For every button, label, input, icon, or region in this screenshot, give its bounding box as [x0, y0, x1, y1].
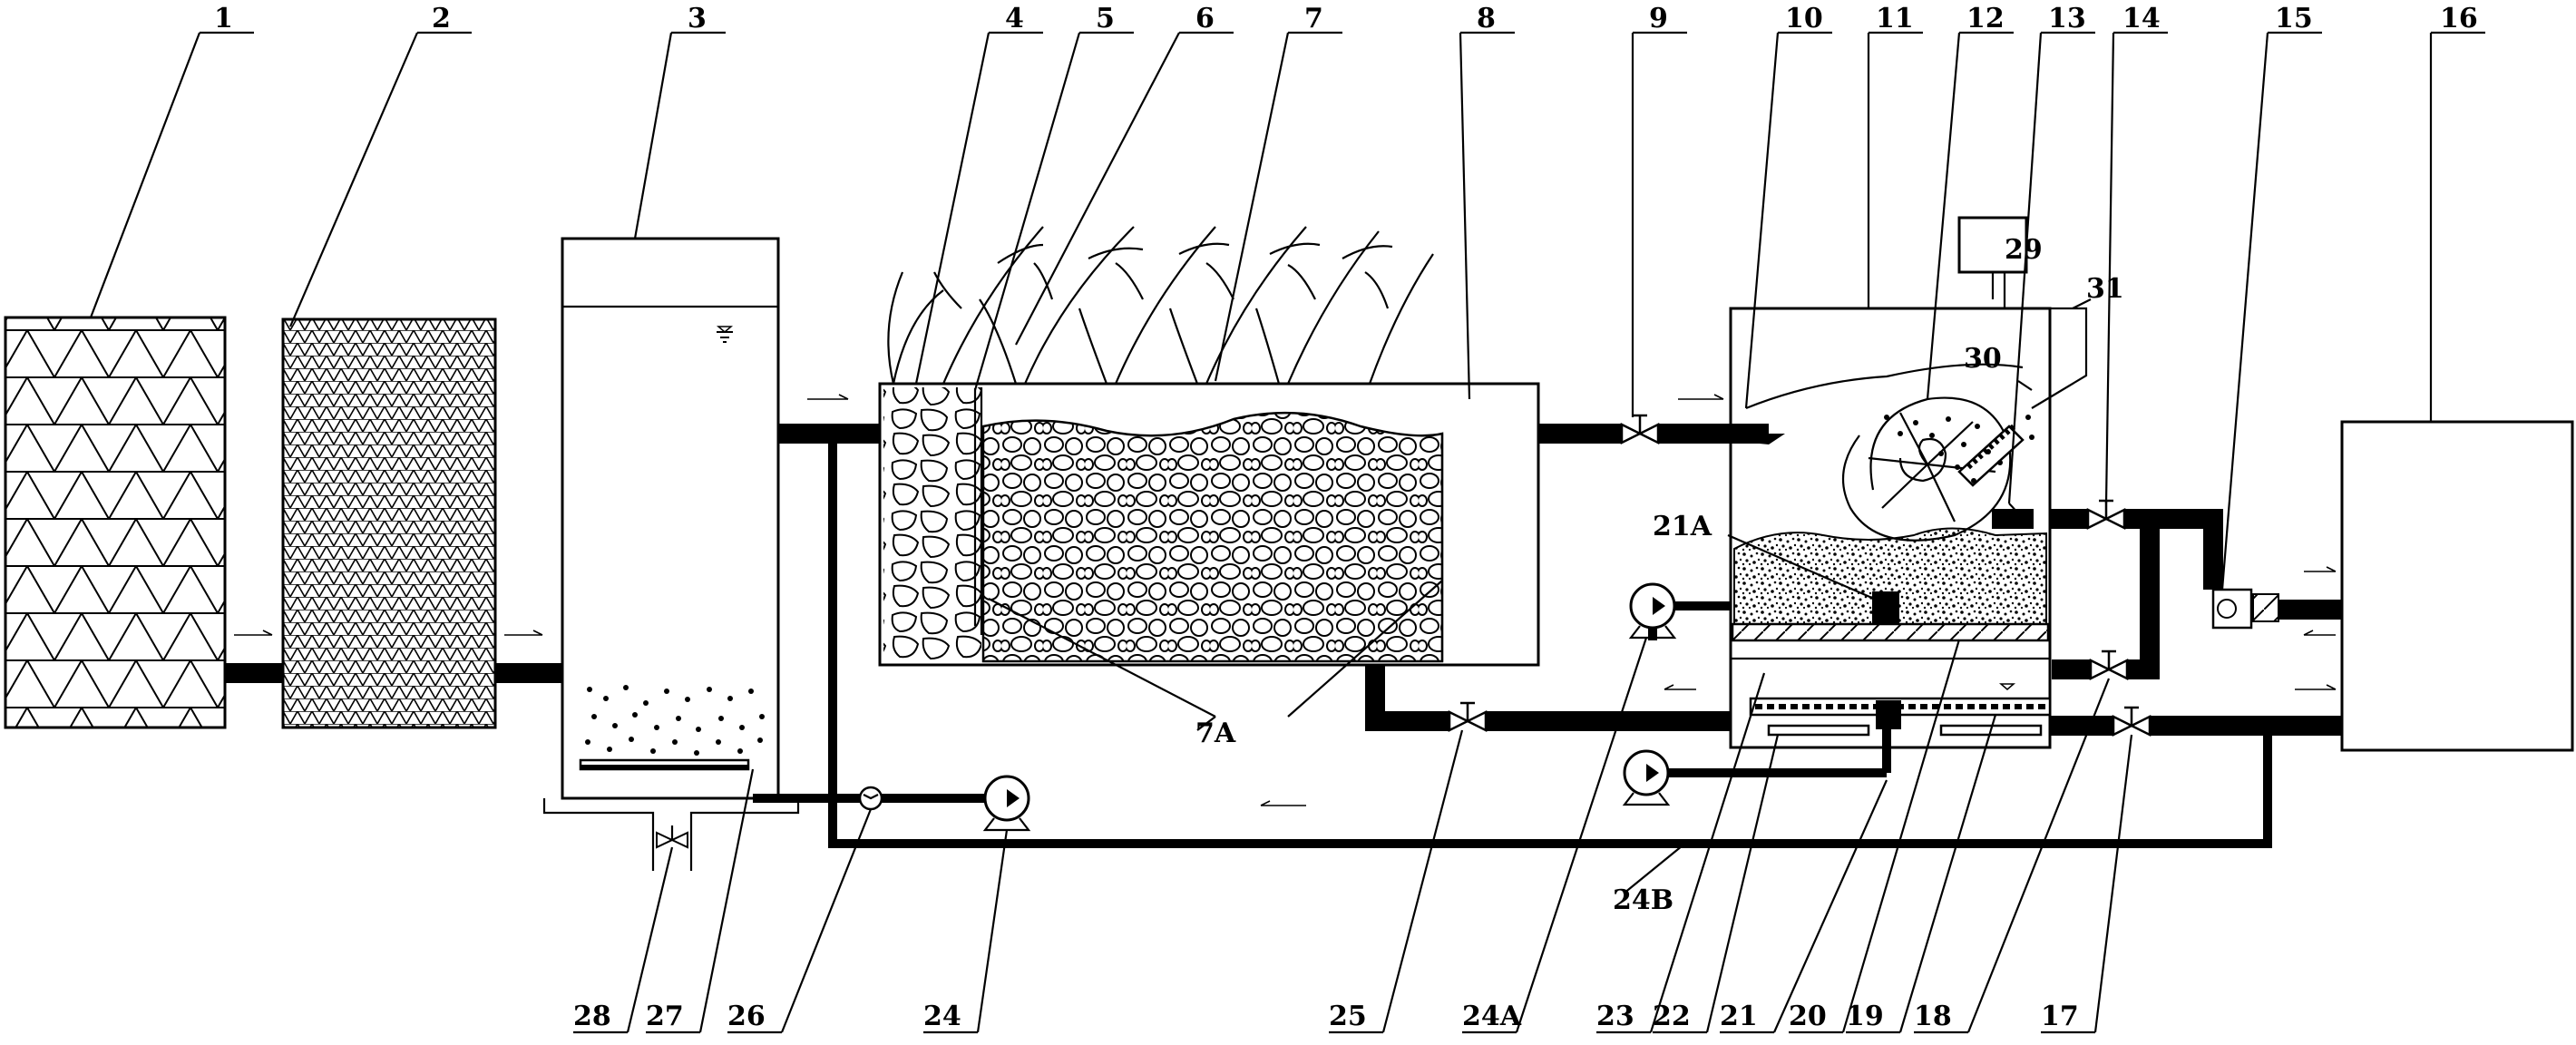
label-7: 7 — [1304, 3, 1323, 34]
label-10: 10 — [1785, 3, 1823, 34]
valve-17 — [2112, 706, 2152, 737]
label-16: 16 — [2440, 3, 2478, 34]
unit-1-coarse-screen — [4, 316, 227, 729]
label-25: 25 — [1329, 1001, 1367, 1032]
reed-plants — [887, 226, 1434, 385]
valves — [1448, 414, 2152, 737]
label-9: 9 — [1649, 3, 1668, 34]
label-21a: 21A — [1653, 511, 1712, 542]
label-2: 2 — [432, 3, 451, 34]
unit-16-storage — [2340, 420, 2574, 752]
label-4: 4 — [1005, 3, 1024, 34]
inner-labels: 7A 21A 24B 29 30 31 — [1195, 234, 2124, 916]
label-22: 22 — [1653, 1001, 1691, 1032]
flow-meter-26 — [858, 786, 883, 811]
label-24a: 24A — [1462, 1001, 1522, 1032]
label-3: 3 — [688, 3, 707, 34]
label-11: 11 — [1876, 3, 1914, 34]
controller-29 — [1957, 216, 2088, 409]
label-29: 29 — [2005, 234, 2043, 266]
label-19: 19 — [1846, 1001, 1884, 1032]
label-31: 31 — [2086, 273, 2124, 305]
pipes — [225, 424, 2342, 848]
label-8: 8 — [1477, 3, 1496, 34]
label-20: 20 — [1789, 1001, 1827, 1032]
label-21: 21 — [1720, 1001, 1758, 1032]
label-12: 12 — [1966, 3, 2005, 34]
constructed-wetland — [878, 382, 1540, 718]
feeder-tube-30 — [1957, 424, 2025, 487]
unit-3-settling-tank — [542, 237, 800, 871]
valve-9 — [1620, 414, 1660, 445]
valve-25 — [1448, 701, 1488, 733]
valve-18 — [2089, 649, 2129, 681]
label-1: 1 — [214, 3, 233, 34]
bottom-labels: 28 27 26 24 25 24A 23 22 21 20 19 18 17 — [573, 1001, 2079, 1032]
label-26: 26 — [727, 1001, 766, 1032]
label-6: 6 — [1195, 3, 1215, 34]
label-27: 27 — [646, 1001, 684, 1032]
label-17: 17 — [2041, 1001, 2079, 1032]
label-23: 23 — [1596, 1001, 1634, 1032]
label-18: 18 — [1914, 1001, 1952, 1032]
pump-24b — [1622, 749, 1671, 806]
label-14: 14 — [2122, 3, 2161, 34]
valve-14 — [2086, 499, 2126, 531]
unit-2-fine-screen — [281, 317, 497, 729]
label-5: 5 — [1096, 3, 1115, 34]
label-13: 13 — [2048, 3, 2086, 34]
label-30: 30 — [1964, 343, 2002, 375]
blower-15 — [2211, 588, 2279, 630]
label-24b: 24B — [1613, 884, 1673, 916]
flow-arrows — [234, 394, 2337, 806]
leader-lines — [89, 31, 2485, 1034]
top-labels: 1 2 3 4 5 6 7 8 9 10 11 12 13 14 15 16 — [214, 3, 2478, 34]
label-28: 28 — [573, 1001, 611, 1032]
label-7a: 7A — [1195, 718, 1236, 749]
label-15: 15 — [2275, 3, 2313, 34]
pump-24 — [982, 775, 1031, 832]
sludge-particles — [585, 685, 765, 756]
label-24: 24 — [923, 1001, 961, 1032]
